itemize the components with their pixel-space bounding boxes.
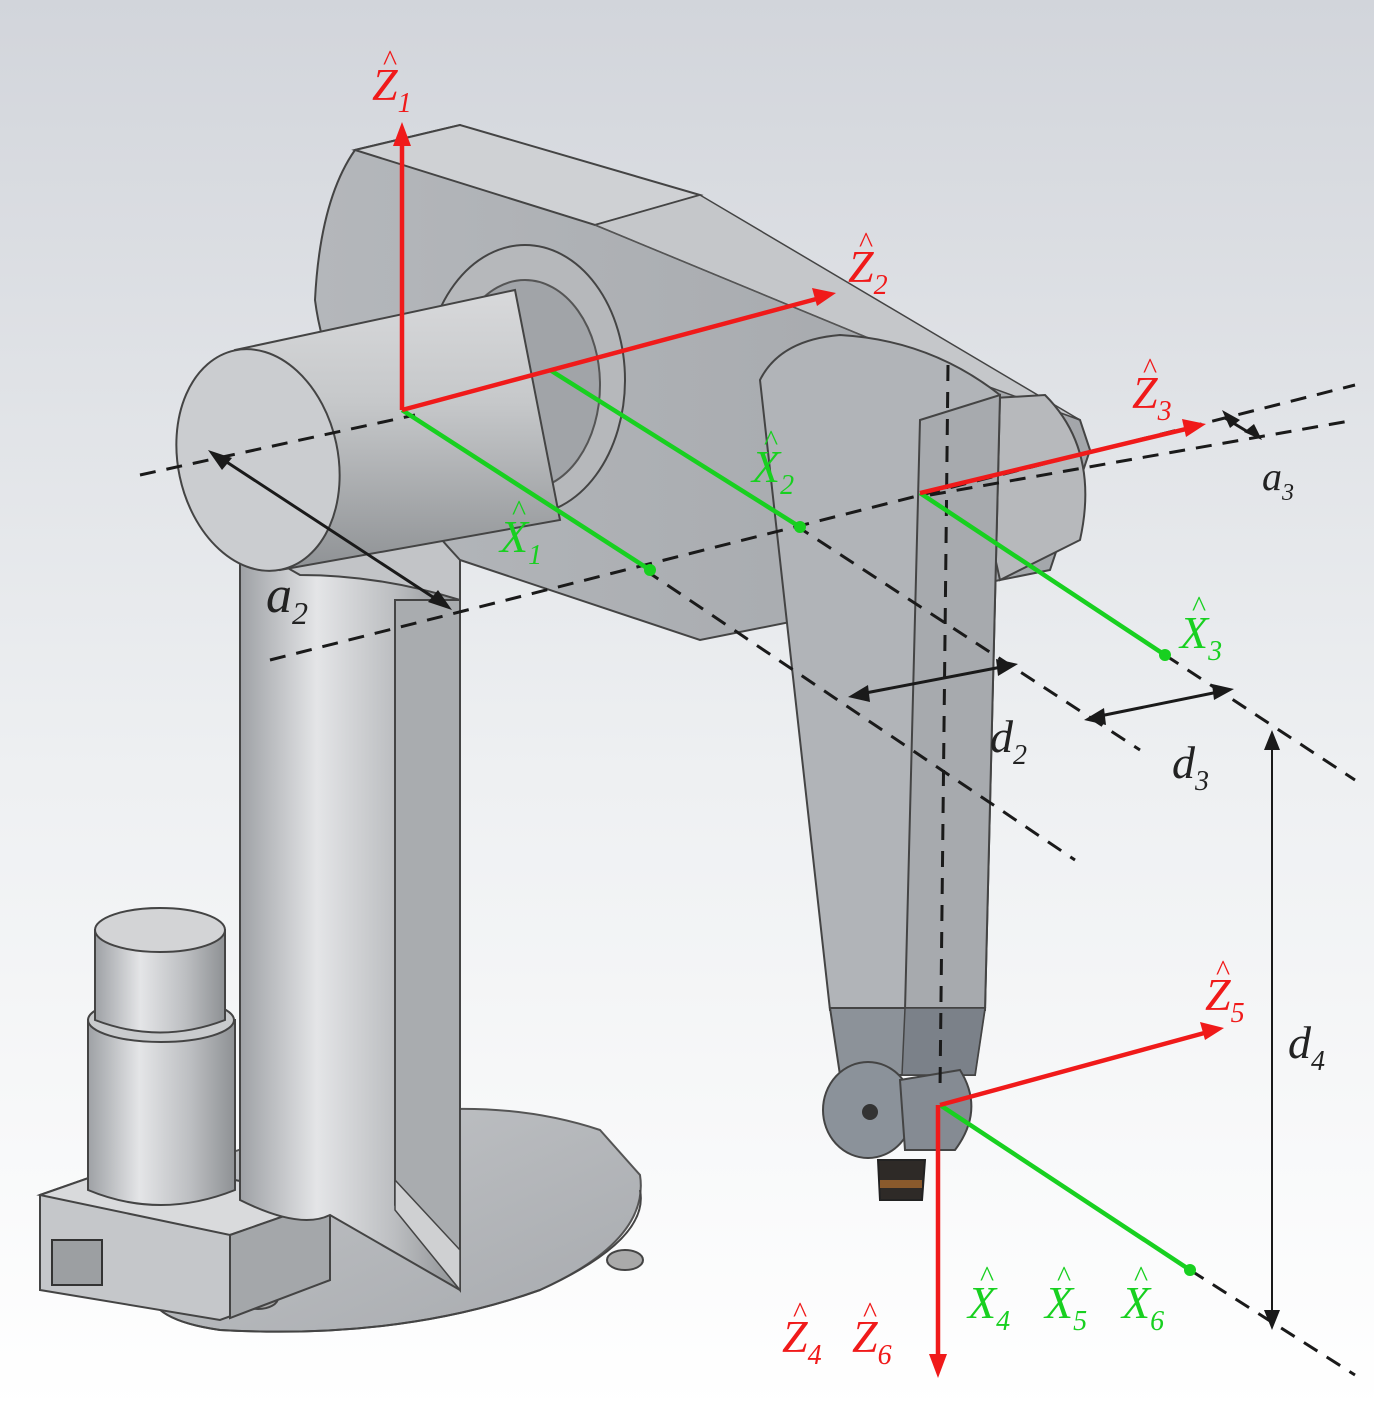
z2-label: ^Z2 bbox=[848, 226, 888, 301]
wrist-joint-hole bbox=[862, 1104, 878, 1120]
x3-extension-line bbox=[1164, 653, 1356, 782]
base-plate-edge bbox=[149, 1189, 642, 1333]
d2-arrow-head-1 bbox=[848, 685, 870, 702]
d3-arrow-line bbox=[1089, 688, 1229, 720]
motor-upper bbox=[94, 929, 226, 1034]
x3-axis-arrow bbox=[918, 491, 1167, 657]
joint1-x-axis-line bbox=[139, 413, 416, 477]
z5-axis-head bbox=[1200, 1022, 1224, 1040]
column-rib-face bbox=[394, 1178, 461, 1293]
z3-axis-arrow bbox=[919, 425, 1191, 496]
d4-label: d4 bbox=[1288, 1017, 1325, 1077]
a2-arrow-head-2 bbox=[428, 590, 452, 610]
x3-label: ^X3 bbox=[1178, 590, 1222, 667]
dimension-markers bbox=[208, 410, 1280, 1330]
motor-lower bbox=[87, 1019, 236, 1206]
a2-arrow-head-1 bbox=[208, 450, 232, 470]
z3-axis-head bbox=[1182, 419, 1206, 437]
x-axes bbox=[400, 368, 1196, 1276]
d3-label: d3 bbox=[1172, 737, 1209, 797]
z4-axis-head bbox=[929, 1354, 947, 1378]
d4-arrow-head-2 bbox=[1264, 1310, 1280, 1330]
x6-label: ^X6 bbox=[1120, 1260, 1164, 1337]
z-axes bbox=[393, 122, 1224, 1378]
z4-label: ^Z4 bbox=[782, 1296, 822, 1371]
x2-axis-arrow bbox=[548, 368, 802, 529]
wrist-joint-right bbox=[898, 1068, 973, 1151]
x2-extension-line bbox=[794, 523, 1141, 752]
x1-label: ^X1 bbox=[498, 494, 542, 571]
z5-label: ^Z5 bbox=[1205, 954, 1245, 1029]
x4-extension-line bbox=[1189, 1268, 1356, 1377]
d2-label: d2 bbox=[990, 711, 1027, 771]
a2-label: a2 bbox=[266, 567, 308, 631]
d2-arrow-line bbox=[854, 663, 1013, 697]
z2-axis-head bbox=[812, 288, 836, 306]
z3-label: ^Z3 bbox=[1132, 352, 1172, 427]
z6-label: ^Z6 bbox=[852, 1296, 892, 1371]
robot-model bbox=[36, 123, 1092, 1333]
x1-extension-line bbox=[644, 568, 1076, 862]
elbow-axis-line bbox=[929, 418, 1356, 497]
a3-arrow-head-2 bbox=[1244, 424, 1262, 440]
d2-arrow-head-2 bbox=[996, 659, 1018, 676]
a3-label: a3 bbox=[1262, 454, 1294, 506]
x1-axis-tip bbox=[644, 564, 656, 576]
x4-axis-tip bbox=[1184, 1264, 1196, 1276]
shoulder-cylinder-end bbox=[175, 348, 341, 572]
z2-axis-secondary bbox=[549, 296, 821, 372]
motor-upper-top bbox=[94, 907, 226, 953]
end-effector-ring bbox=[880, 1180, 922, 1188]
d3-arrow-head-1 bbox=[1084, 708, 1106, 725]
z1-axis-head bbox=[393, 122, 411, 146]
x2-label: ^X2 bbox=[750, 424, 794, 501]
d3-arrow-head-2 bbox=[1212, 684, 1234, 700]
x2-axis-tip bbox=[794, 521, 806, 533]
wrist-collar-side bbox=[901, 1007, 986, 1076]
a3-arrow-head-1 bbox=[1222, 410, 1240, 428]
x1-axis-arrow bbox=[400, 408, 652, 572]
x3-axis-tip bbox=[1159, 649, 1171, 661]
a2-arrow-line bbox=[215, 453, 446, 607]
z5-axis-arrow bbox=[939, 1029, 1209, 1108]
motor-connector bbox=[51, 1239, 103, 1286]
column-rib bbox=[394, 599, 461, 1293]
x4-label: ^X4 bbox=[966, 1260, 1010, 1337]
x4-axis-arrow bbox=[938, 1103, 1192, 1272]
base-bolt-1 bbox=[606, 1249, 644, 1271]
z1-label: ^Z1 bbox=[372, 44, 412, 119]
x5-label: ^X5 bbox=[1043, 1260, 1087, 1337]
d4-arrow-head-1 bbox=[1264, 730, 1280, 750]
